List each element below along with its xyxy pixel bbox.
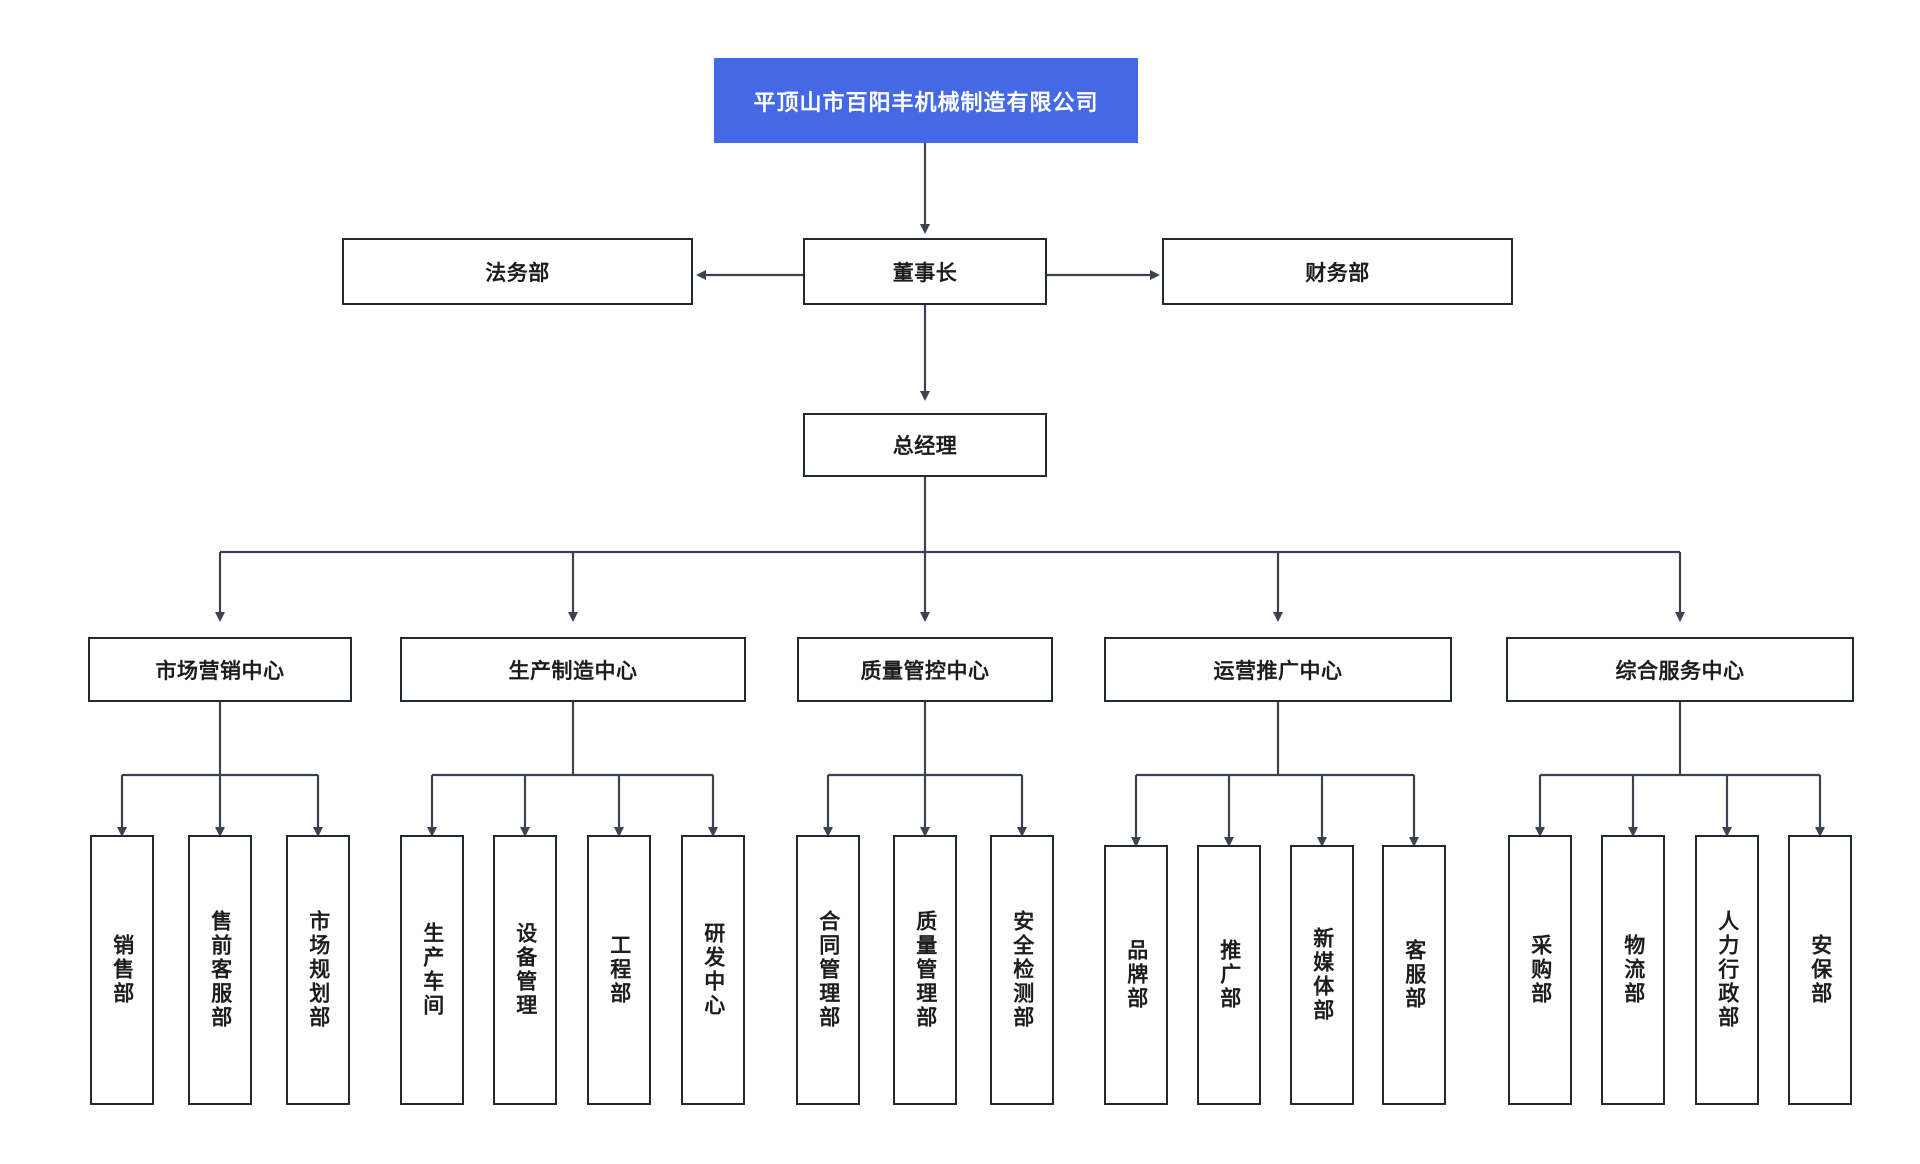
node-dept-security[interactable]: 安保部 [1788, 835, 1852, 1105]
node-dept-sales[interactable]: 销售部 [90, 835, 154, 1105]
node-chairman[interactable]: 董事长 [803, 238, 1047, 305]
node-dept-market-planning-label: 市场规划部 [306, 910, 330, 1030]
node-center-general-service-label: 综合服务中心 [1615, 659, 1745, 683]
node-finance-dept-label: 财务部 [1305, 261, 1370, 285]
node-company-root-label: 平顶山市百阳丰机械制造有限公司 [753, 89, 1099, 115]
node-center-marketing[interactable]: 市场营销中心 [88, 637, 352, 702]
node-finance-dept[interactable]: 财务部 [1162, 238, 1513, 305]
node-dept-equipment-management-label: 设备管理 [513, 922, 537, 1018]
node-dept-logistics[interactable]: 物流部 [1601, 835, 1665, 1105]
node-center-manufacturing-label: 生产制造中心 [508, 659, 638, 683]
node-dept-hr-admin[interactable]: 人力行政部 [1695, 835, 1759, 1105]
node-dept-sales-label: 销售部 [110, 934, 134, 1006]
node-dept-presales-support[interactable]: 售前客服部 [188, 835, 252, 1105]
node-dept-procurement-label: 采购部 [1528, 934, 1552, 1006]
node-dept-new-media-label: 新媒体部 [1310, 927, 1334, 1023]
node-center-manufacturing[interactable]: 生产制造中心 [400, 637, 746, 702]
node-dept-equipment-management[interactable]: 设备管理 [493, 835, 557, 1105]
node-center-marketing-label: 市场营销中心 [155, 659, 285, 683]
node-legal-dept-label: 法务部 [485, 261, 550, 285]
node-dept-engineering[interactable]: 工程部 [587, 835, 651, 1105]
node-center-operations-label: 运营推广中心 [1213, 659, 1343, 683]
node-center-general-service[interactable]: 综合服务中心 [1506, 637, 1854, 702]
node-dept-contract-management-label: 合同管理部 [816, 910, 840, 1030]
node-dept-new-media[interactable]: 新媒体部 [1290, 845, 1354, 1105]
node-company-root[interactable]: 平顶山市百阳丰机械制造有限公司 [714, 58, 1138, 143]
node-dept-rnd-center[interactable]: 研发中心 [681, 835, 745, 1105]
node-general-manager-label: 总经理 [892, 435, 958, 458]
node-legal-dept[interactable]: 法务部 [342, 238, 693, 305]
node-dept-rnd-center-label: 研发中心 [701, 922, 725, 1018]
node-dept-promotion[interactable]: 推广部 [1197, 845, 1261, 1105]
node-dept-production-workshop-label: 生产车间 [420, 922, 444, 1018]
node-dept-promotion-label: 推广部 [1217, 939, 1241, 1011]
node-dept-quality-management-label: 质量管理部 [913, 910, 937, 1030]
node-dept-security-label: 安保部 [1808, 934, 1832, 1006]
node-chairman-label: 董事长 [892, 261, 958, 285]
node-center-quality-label: 质量管控中心 [860, 659, 990, 683]
node-dept-presales-support-label: 售前客服部 [208, 910, 232, 1030]
node-general-manager[interactable]: 总经理 [803, 413, 1047, 477]
node-dept-engineering-label: 工程部 [607, 934, 631, 1006]
node-dept-safety-inspection[interactable]: 安全检测部 [990, 835, 1054, 1105]
node-dept-hr-admin-label: 人力行政部 [1715, 910, 1739, 1030]
node-dept-safety-inspection-label: 安全检测部 [1010, 910, 1034, 1030]
node-dept-quality-management[interactable]: 质量管理部 [893, 835, 957, 1105]
node-dept-brand[interactable]: 品牌部 [1104, 845, 1168, 1105]
node-center-operations[interactable]: 运营推广中心 [1104, 637, 1452, 702]
node-dept-procurement[interactable]: 采购部 [1508, 835, 1572, 1105]
node-dept-customer-service-label: 客服部 [1402, 939, 1426, 1011]
node-center-quality[interactable]: 质量管控中心 [797, 637, 1053, 702]
node-dept-brand-label: 品牌部 [1124, 939, 1148, 1011]
node-dept-logistics-label: 物流部 [1621, 934, 1645, 1006]
node-dept-contract-management[interactable]: 合同管理部 [796, 835, 860, 1105]
node-dept-customer-service[interactable]: 客服部 [1382, 845, 1446, 1105]
node-dept-market-planning[interactable]: 市场规划部 [286, 835, 350, 1105]
node-dept-production-workshop[interactable]: 生产车间 [400, 835, 464, 1105]
